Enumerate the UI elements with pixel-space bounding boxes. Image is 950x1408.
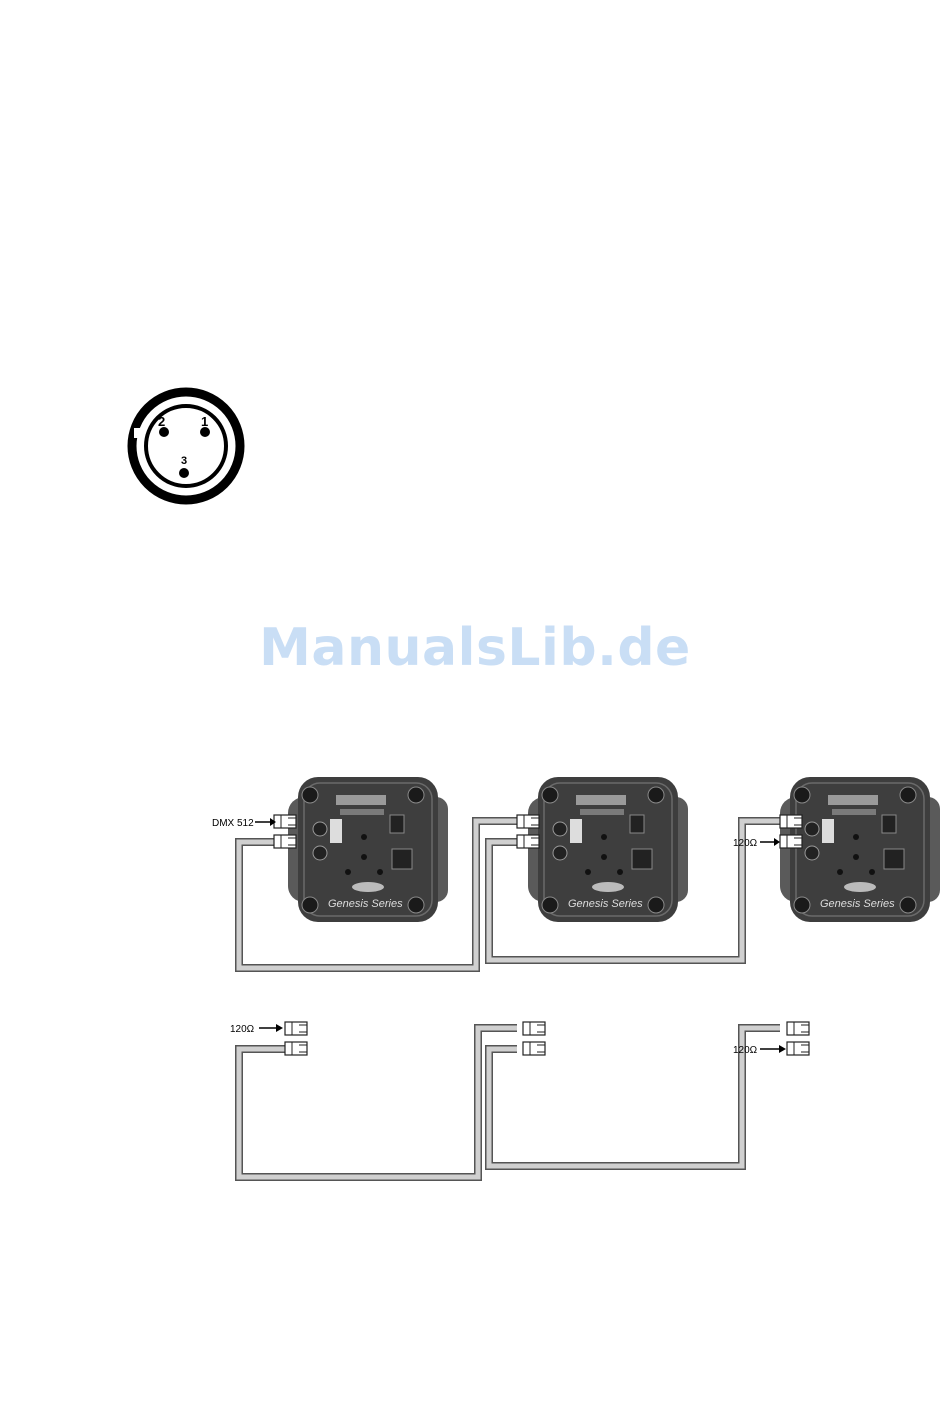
connector-pair-bottom-2: [523, 1022, 545, 1055]
fixture-1-brand: Genesis Series: [328, 898, 403, 910]
fixture-3: Genesis Series: [780, 777, 940, 922]
fixture-2: Genesis Series: [528, 777, 688, 922]
terminator-bottom-left-arrowhead: [276, 1024, 283, 1032]
terminator-bottom-right-label: 120Ω: [733, 1045, 758, 1056]
terminator-bottom-right-arrowhead: [779, 1045, 786, 1053]
connector-pair-bottom-3: [787, 1022, 809, 1055]
terminator-bottom-left-label: 120Ω: [230, 1024, 255, 1035]
fixture-3-brand: Genesis Series: [820, 898, 895, 910]
dmx-input-label: DMX 512: [212, 818, 254, 829]
cable-bottom-1: [239, 1028, 517, 1177]
fixture-2-brand: Genesis Series: [568, 898, 643, 910]
connector-pair-bottom-1: [285, 1022, 307, 1055]
fixture-1: Genesis Series: [288, 777, 448, 922]
terminator-top-label: 120Ω: [733, 838, 758, 849]
terminator-top-arrowhead: [774, 838, 780, 846]
